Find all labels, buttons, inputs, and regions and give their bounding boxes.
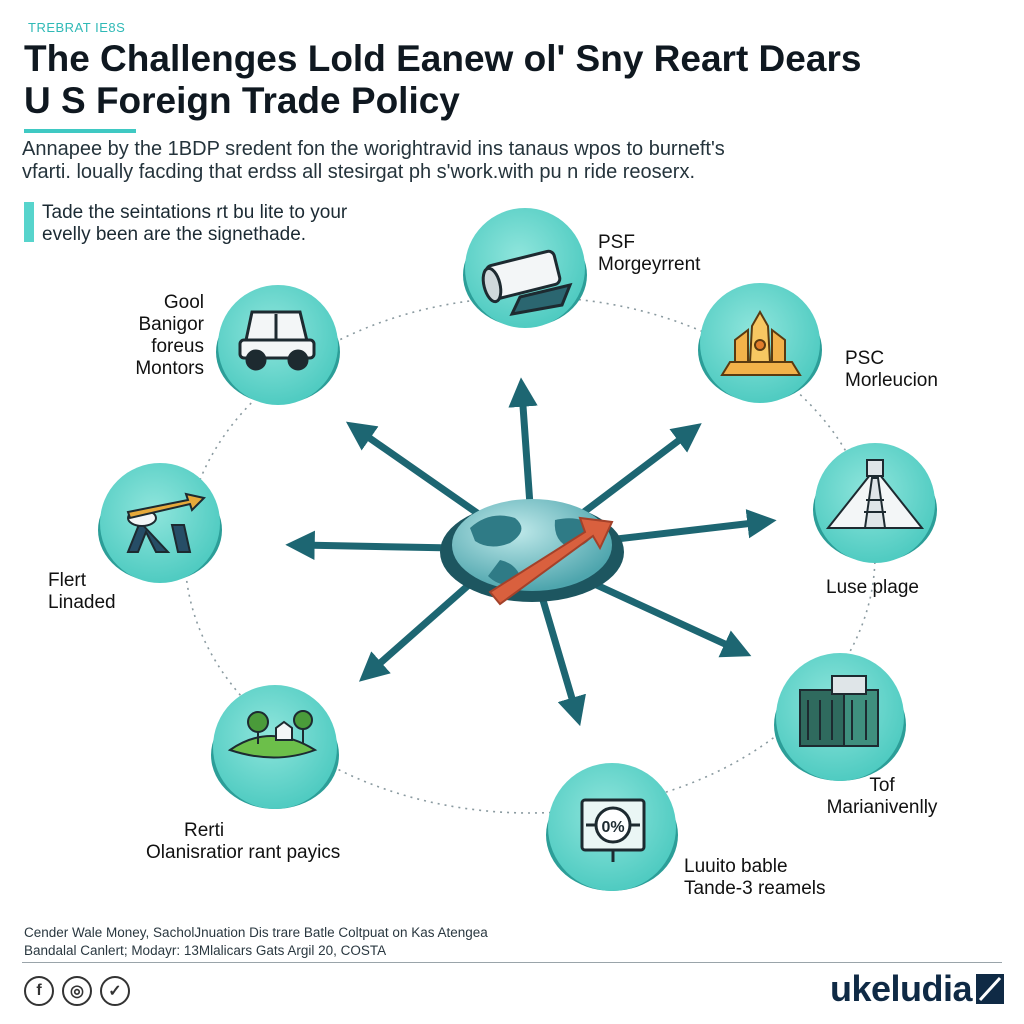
node-bottom: 0% <box>546 763 678 891</box>
pyramid-icon <box>825 459 925 529</box>
brand-mark-icon <box>976 974 1004 1004</box>
credits-line-2: Bandalal Canlert; Modayr: 13Mlalicars Ga… <box>24 943 387 958</box>
label-upper-left: Gool Banigor foreus Montors <box>135 292 204 379</box>
subtitle-line-2: vfarti. loually facding that erdss all s… <box>22 161 696 183</box>
node-right <box>813 443 937 563</box>
footer-rule <box>22 962 1002 963</box>
title-line-1: The Challenges Lold Eanew ol' Sny Reart … <box>24 38 862 79</box>
growth-arrow-icon <box>126 492 206 553</box>
node-circles: 0% <box>98 208 937 891</box>
label-right: Luse plage <box>826 577 919 598</box>
subtitle-line-1: Annapee by the 1BDP sredent fon the wori… <box>22 138 725 160</box>
percent-chart-icon <box>580 798 646 862</box>
label-lower-left: Rerti Olanisratior rant payics <box>146 820 341 863</box>
node-lower-left <box>211 685 339 809</box>
label-left: Flert Linaded <box>48 570 116 613</box>
brand-logo-text[interactable]: ukeludia <box>829 968 973 1009</box>
callout-line-2: evelly been are the signethade. <box>42 224 307 245</box>
node-upper-left <box>216 285 340 405</box>
subtitle: Annapee by the 1BDP sredent fon the wori… <box>22 138 725 184</box>
label-upper-right: PSC Morleucion <box>845 348 938 391</box>
globe-with-arrow-icon <box>440 499 624 606</box>
node-lower-right <box>774 653 906 781</box>
label-bottom: Luuito bable Tande-3 reamels <box>684 856 826 899</box>
temple-icon <box>720 309 802 376</box>
callout-text: Tade the seintations rt bu lite to your … <box>42 202 347 246</box>
callout-line-1: Tade the seintations rt bu lite to your <box>42 202 348 223</box>
landscape-icon <box>227 710 318 759</box>
arrow-right <box>604 509 777 544</box>
instagram-icon[interactable]: ◎ <box>62 976 92 1006</box>
facebook-icon[interactable]: f <box>24 976 54 1006</box>
header-tag: TREBRAT IE8S <box>28 20 126 35</box>
arrow-upper-right <box>576 423 702 519</box>
node-top <box>463 208 587 328</box>
arrow-lower-right <box>586 578 752 658</box>
arrow-left <box>285 530 459 560</box>
building-icon <box>799 675 879 747</box>
arrow-up <box>508 377 538 509</box>
credits-line-1: Cender Wale Money, SacholJnuation Dis tr… <box>24 925 488 940</box>
radial-arrows <box>285 377 777 727</box>
arrow-upper-left <box>345 421 484 519</box>
title-accent-rule <box>24 129 136 133</box>
node-upper-right <box>698 283 822 403</box>
label-top: PSF Morgeyrrent <box>598 232 701 275</box>
credits: Cender Wale Money, SacholJnuation Dis tr… <box>24 924 488 960</box>
car-icon <box>238 310 316 371</box>
arrow-lower-left <box>358 571 484 682</box>
title-line-2: U S Foreign Trade Policy <box>24 80 460 121</box>
page-title: The Challenges Lold Eanew ol' Sny Reart … <box>24 38 861 122</box>
callout-accent-bar <box>24 202 34 242</box>
svg-text:0%: 0% <box>601 819 624 836</box>
label-lower-right: Tof Marianivenlly <box>826 775 938 818</box>
pipe-roll-icon <box>481 249 573 316</box>
chart-icon[interactable]: ✓ <box>100 976 130 1006</box>
node-left <box>98 463 222 583</box>
arrow-down <box>536 586 586 727</box>
